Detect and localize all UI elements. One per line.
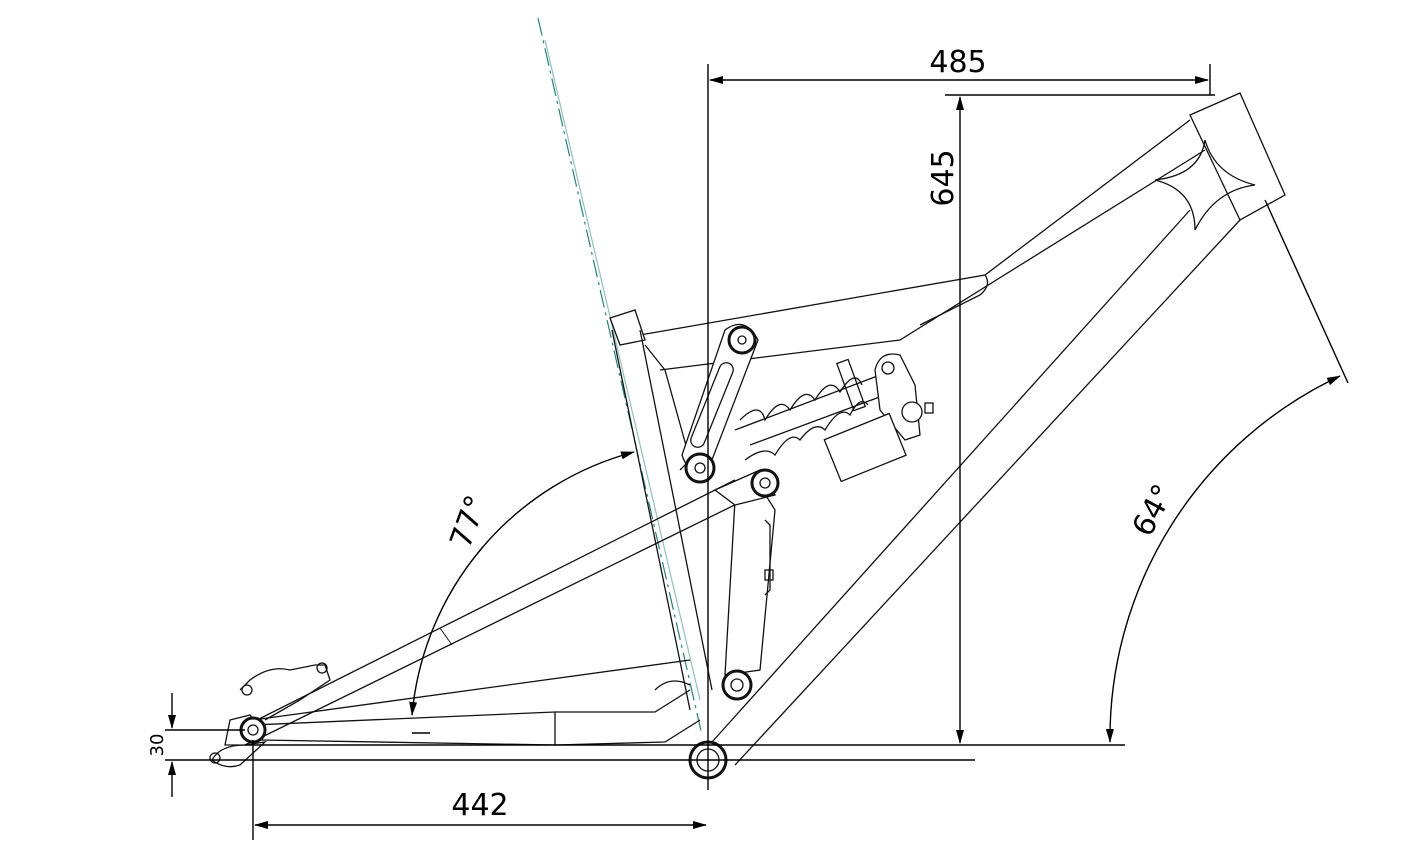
rear-dropout bbox=[209, 662, 331, 768]
chainstay-dimension: 442 bbox=[252, 740, 707, 840]
seat-angle-dimension: 77° bbox=[409, 451, 635, 734]
bb-drop-dimension: 30 bbox=[147, 693, 975, 797]
rocker-link bbox=[681, 323, 759, 484]
head-angle-dimension: 64° bbox=[1105, 199, 1349, 743]
chainstay-label: 442 bbox=[451, 788, 508, 823]
down-tube bbox=[711, 209, 1241, 766]
seat-stay bbox=[252, 479, 756, 739]
stack-label: 645 bbox=[926, 149, 961, 206]
bb-drop-label: 30 bbox=[147, 734, 168, 757]
rear-shock bbox=[734, 353, 934, 483]
lower-link bbox=[713, 468, 780, 701]
head-tube bbox=[1154, 92, 1286, 231]
reach-dimension: 485 bbox=[707, 45, 1211, 790]
stack-dimension: 645 bbox=[245, 94, 1215, 746]
seat-tube-centerline-offset bbox=[544, 39, 701, 701]
head-angle-label: 64° bbox=[1126, 479, 1182, 542]
seat-angle-label: 77° bbox=[444, 491, 495, 553]
reach-label: 485 bbox=[929, 45, 986, 80]
seat-tube-centerline bbox=[537, 17, 703, 736]
